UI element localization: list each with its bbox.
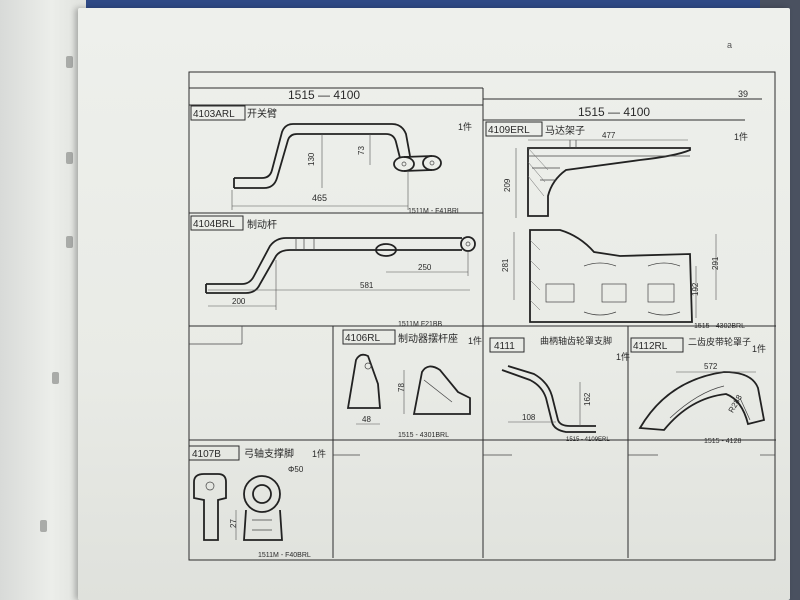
- part-qty: 1件: [734, 131, 748, 142]
- part-reference: 1515 - 4301BRL: [398, 432, 449, 439]
- dimension: 130: [307, 152, 316, 166]
- left-group-label: 1515 — 4100: [288, 88, 360, 102]
- binding-hole: [66, 152, 73, 164]
- dimension: 162: [583, 392, 592, 406]
- dimension: 281: [501, 258, 510, 272]
- page-number: 39: [738, 89, 748, 99]
- binding-hole: [40, 520, 47, 532]
- part-qty: 1件: [458, 121, 472, 132]
- part-cell-4112rl: 4112RL 二齿皮带轮罩子 1件 572 R288 1515 - 4128: [630, 336, 766, 445]
- right-group-label: 1515 — 4100: [578, 105, 650, 119]
- dimension: 291: [711, 256, 720, 270]
- corner-mark: a: [727, 40, 733, 50]
- catalog-page: [78, 8, 790, 600]
- part-name: 制动杆: [247, 218, 277, 231]
- part-qty: 1件: [468, 335, 482, 346]
- part-code: 4109ERL: [488, 125, 530, 136]
- part-name: 曲柄轴齿轮罩支脚: [540, 335, 612, 346]
- dimension: 78: [397, 383, 406, 392]
- dimension: 192: [691, 282, 700, 296]
- part-cell-4106rl: 4106RL 制动器摆杆座 1件 48 78 1515 - 4301BRL: [342, 329, 482, 439]
- part-name: 弓轴支撑脚: [244, 447, 294, 460]
- part-reference: 1515 - 4109ERL: [566, 437, 610, 443]
- dimension: 250: [418, 263, 432, 272]
- left-page: [0, 0, 86, 600]
- part-cell-4104brl: 4104BRL 制动杆 250 581 200 1511M F21BB: [190, 215, 476, 328]
- part-reference: 1511M - F40BRL: [258, 552, 311, 559]
- part-name: 二齿皮带轮罩子: [688, 336, 751, 347]
- part-qty: 1件: [616, 351, 630, 362]
- part-name: 马达架子: [545, 125, 585, 137]
- part-cell-4111: 4111 曲柄轴齿轮罩支脚 1件 108 162 1515 - 4109ERL: [489, 335, 630, 443]
- sheet-frame: [188, 71, 776, 561]
- part-sketch-4106: [346, 353, 471, 415]
- part-qty: 1件: [312, 448, 326, 459]
- part-name: 制动器摆杆座: [398, 332, 458, 345]
- part-sketch-4111: [501, 365, 596, 433]
- part-code: 4103ARL: [193, 109, 235, 120]
- part-sketch-4109-top: [527, 140, 691, 217]
- dimension: 581: [360, 281, 374, 290]
- part-code: 4106RL: [345, 333, 380, 344]
- part-reference: 1515 - 4128: [704, 438, 741, 445]
- part-cell-4109erl: 4109ERL 马达架子 1件 477 209 281 291 192 1515…: [485, 121, 748, 330]
- binding-hole: [52, 372, 59, 384]
- dimension: 48: [362, 415, 371, 424]
- dimension: 209: [503, 178, 512, 192]
- part-reference: 1511M - F41BRL: [408, 208, 461, 215]
- dimension: 465: [312, 193, 327, 203]
- part-cell-4107b: 4107B 弓轴支撑脚 1件 Φ50 27 1511M - F40BRL: [188, 445, 326, 559]
- part-reference: 1515 - 4302BRL: [694, 323, 745, 330]
- part-sketch-4104: [205, 236, 476, 294]
- part-code: 4111: [494, 341, 515, 352]
- dimension: Φ50: [288, 465, 304, 474]
- part-name: 开关臂: [247, 107, 277, 120]
- part-code: 4107B: [192, 449, 221, 460]
- dimension: 73: [357, 146, 366, 155]
- binding-hole: [66, 236, 73, 248]
- part-sketch-4112: [638, 371, 766, 431]
- dimension: 572: [704, 362, 718, 371]
- part-qty: 1件: [752, 343, 766, 354]
- dimension: 27: [229, 519, 238, 528]
- part-cell-4103arl: 4103ARL 开关臂 1件 130 73 465 1511M - F41BRL: [190, 105, 472, 215]
- dimension: 200: [232, 297, 246, 306]
- part-sketch-4107: [193, 473, 283, 541]
- dimension: 108: [522, 413, 536, 422]
- dimension: 477: [602, 131, 616, 140]
- part-reference: 1511M F21BB: [398, 321, 443, 328]
- part-code: 4112RL: [633, 341, 668, 352]
- binding-hole: [66, 56, 73, 68]
- part-code: 4104BRL: [193, 219, 235, 230]
- part-sketch-4103: [233, 123, 442, 189]
- part-sketch-4109-bottom: [529, 229, 693, 323]
